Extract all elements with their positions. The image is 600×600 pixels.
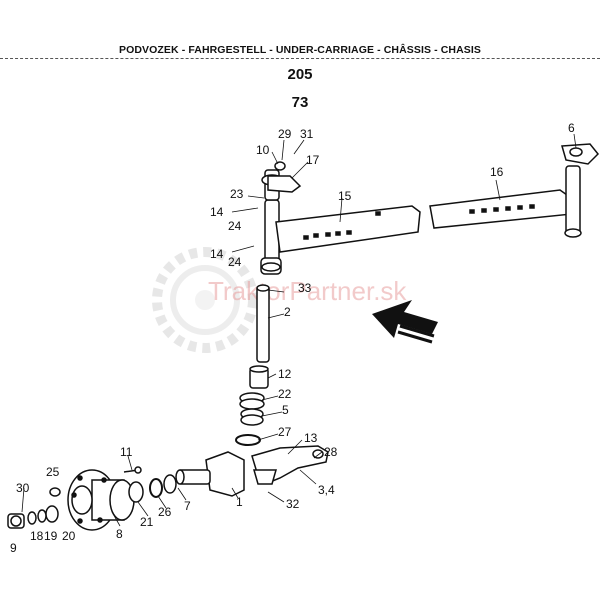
callout-20: 20 [62, 529, 76, 543]
bearing-5 [240, 408, 264, 426]
bolt-11 [123, 466, 142, 474]
section-number: 205 [287, 66, 313, 83]
callout-10: 10 [256, 143, 270, 157]
callout-9: 9 [10, 541, 17, 555]
callout-13: 13 [304, 431, 318, 445]
steering-arm-17 [267, 161, 302, 193]
ring-7 [163, 474, 177, 494]
callout-2: 2 [284, 305, 291, 319]
callout-30: 30 [16, 481, 30, 495]
callout-33: 33 [298, 281, 312, 295]
bushing-12 [249, 365, 269, 389]
right-kingpin-tube [561, 143, 600, 238]
callout-27: 27 [278, 425, 292, 439]
seal-27 [235, 434, 261, 446]
axle-beam-16 [429, 189, 575, 229]
bearing-21 [128, 481, 144, 503]
page-number: 73 [291, 94, 309, 111]
callout-23: 23 [230, 187, 244, 201]
callout-1: 1 [236, 495, 243, 509]
callout-24: 24 [228, 219, 242, 233]
callout-22: 22 [278, 387, 292, 401]
nut-18 [27, 511, 37, 525]
callout-31: 31 [300, 127, 314, 141]
kingpin-tube [260, 169, 283, 275]
callout-7: 7 [184, 499, 191, 513]
callout-5: 5 [282, 403, 289, 417]
callout-14: 14 [210, 205, 224, 219]
leader-lines [21, 133, 577, 527]
seal-26 [149, 478, 163, 498]
callout-28: 28 [324, 445, 338, 459]
callout-26: 26 [158, 505, 172, 519]
bearing-20 [45, 505, 59, 523]
callout-8: 8 [116, 527, 123, 541]
section-title: PODVOZEK - FAHRGESTELL - UNDER-CARRIAGE … [118, 44, 482, 56]
plug-25 [49, 487, 61, 497]
callout-14: 14 [210, 247, 224, 261]
bearing-22 [239, 392, 265, 410]
callout-25: 25 [46, 465, 60, 479]
callout-6: 6 [568, 121, 575, 135]
steering-shaft-2 [256, 284, 270, 363]
washer-19 [37, 509, 47, 523]
callout-16: 16 [490, 165, 504, 179]
direction-arrow-icon [372, 300, 438, 344]
watermark-text: TraktorPartner.sk [208, 276, 407, 306]
callout-29: 29 [278, 127, 292, 141]
callout-17: 17 [306, 153, 320, 167]
callout-3-4: 3,4 [318, 483, 335, 497]
callout-19: 19 [44, 529, 58, 543]
callout-15: 15 [338, 189, 352, 203]
cap-9 [7, 513, 25, 529]
callout-18: 18 [30, 529, 44, 543]
callout-11: 11 [120, 445, 133, 459]
header-divider [0, 58, 600, 59]
callout-24: 24 [228, 255, 242, 269]
callout-12: 12 [278, 367, 292, 381]
steering-lever-3-4 [251, 445, 329, 485]
wheel-hub-8 [67, 469, 135, 531]
watermark-gear-icon [152, 247, 258, 353]
stub-axle-1 [175, 451, 245, 497]
callout-21: 21 [140, 515, 154, 529]
callout-32: 32 [286, 497, 300, 511]
axle-beam-15 [275, 205, 421, 253]
